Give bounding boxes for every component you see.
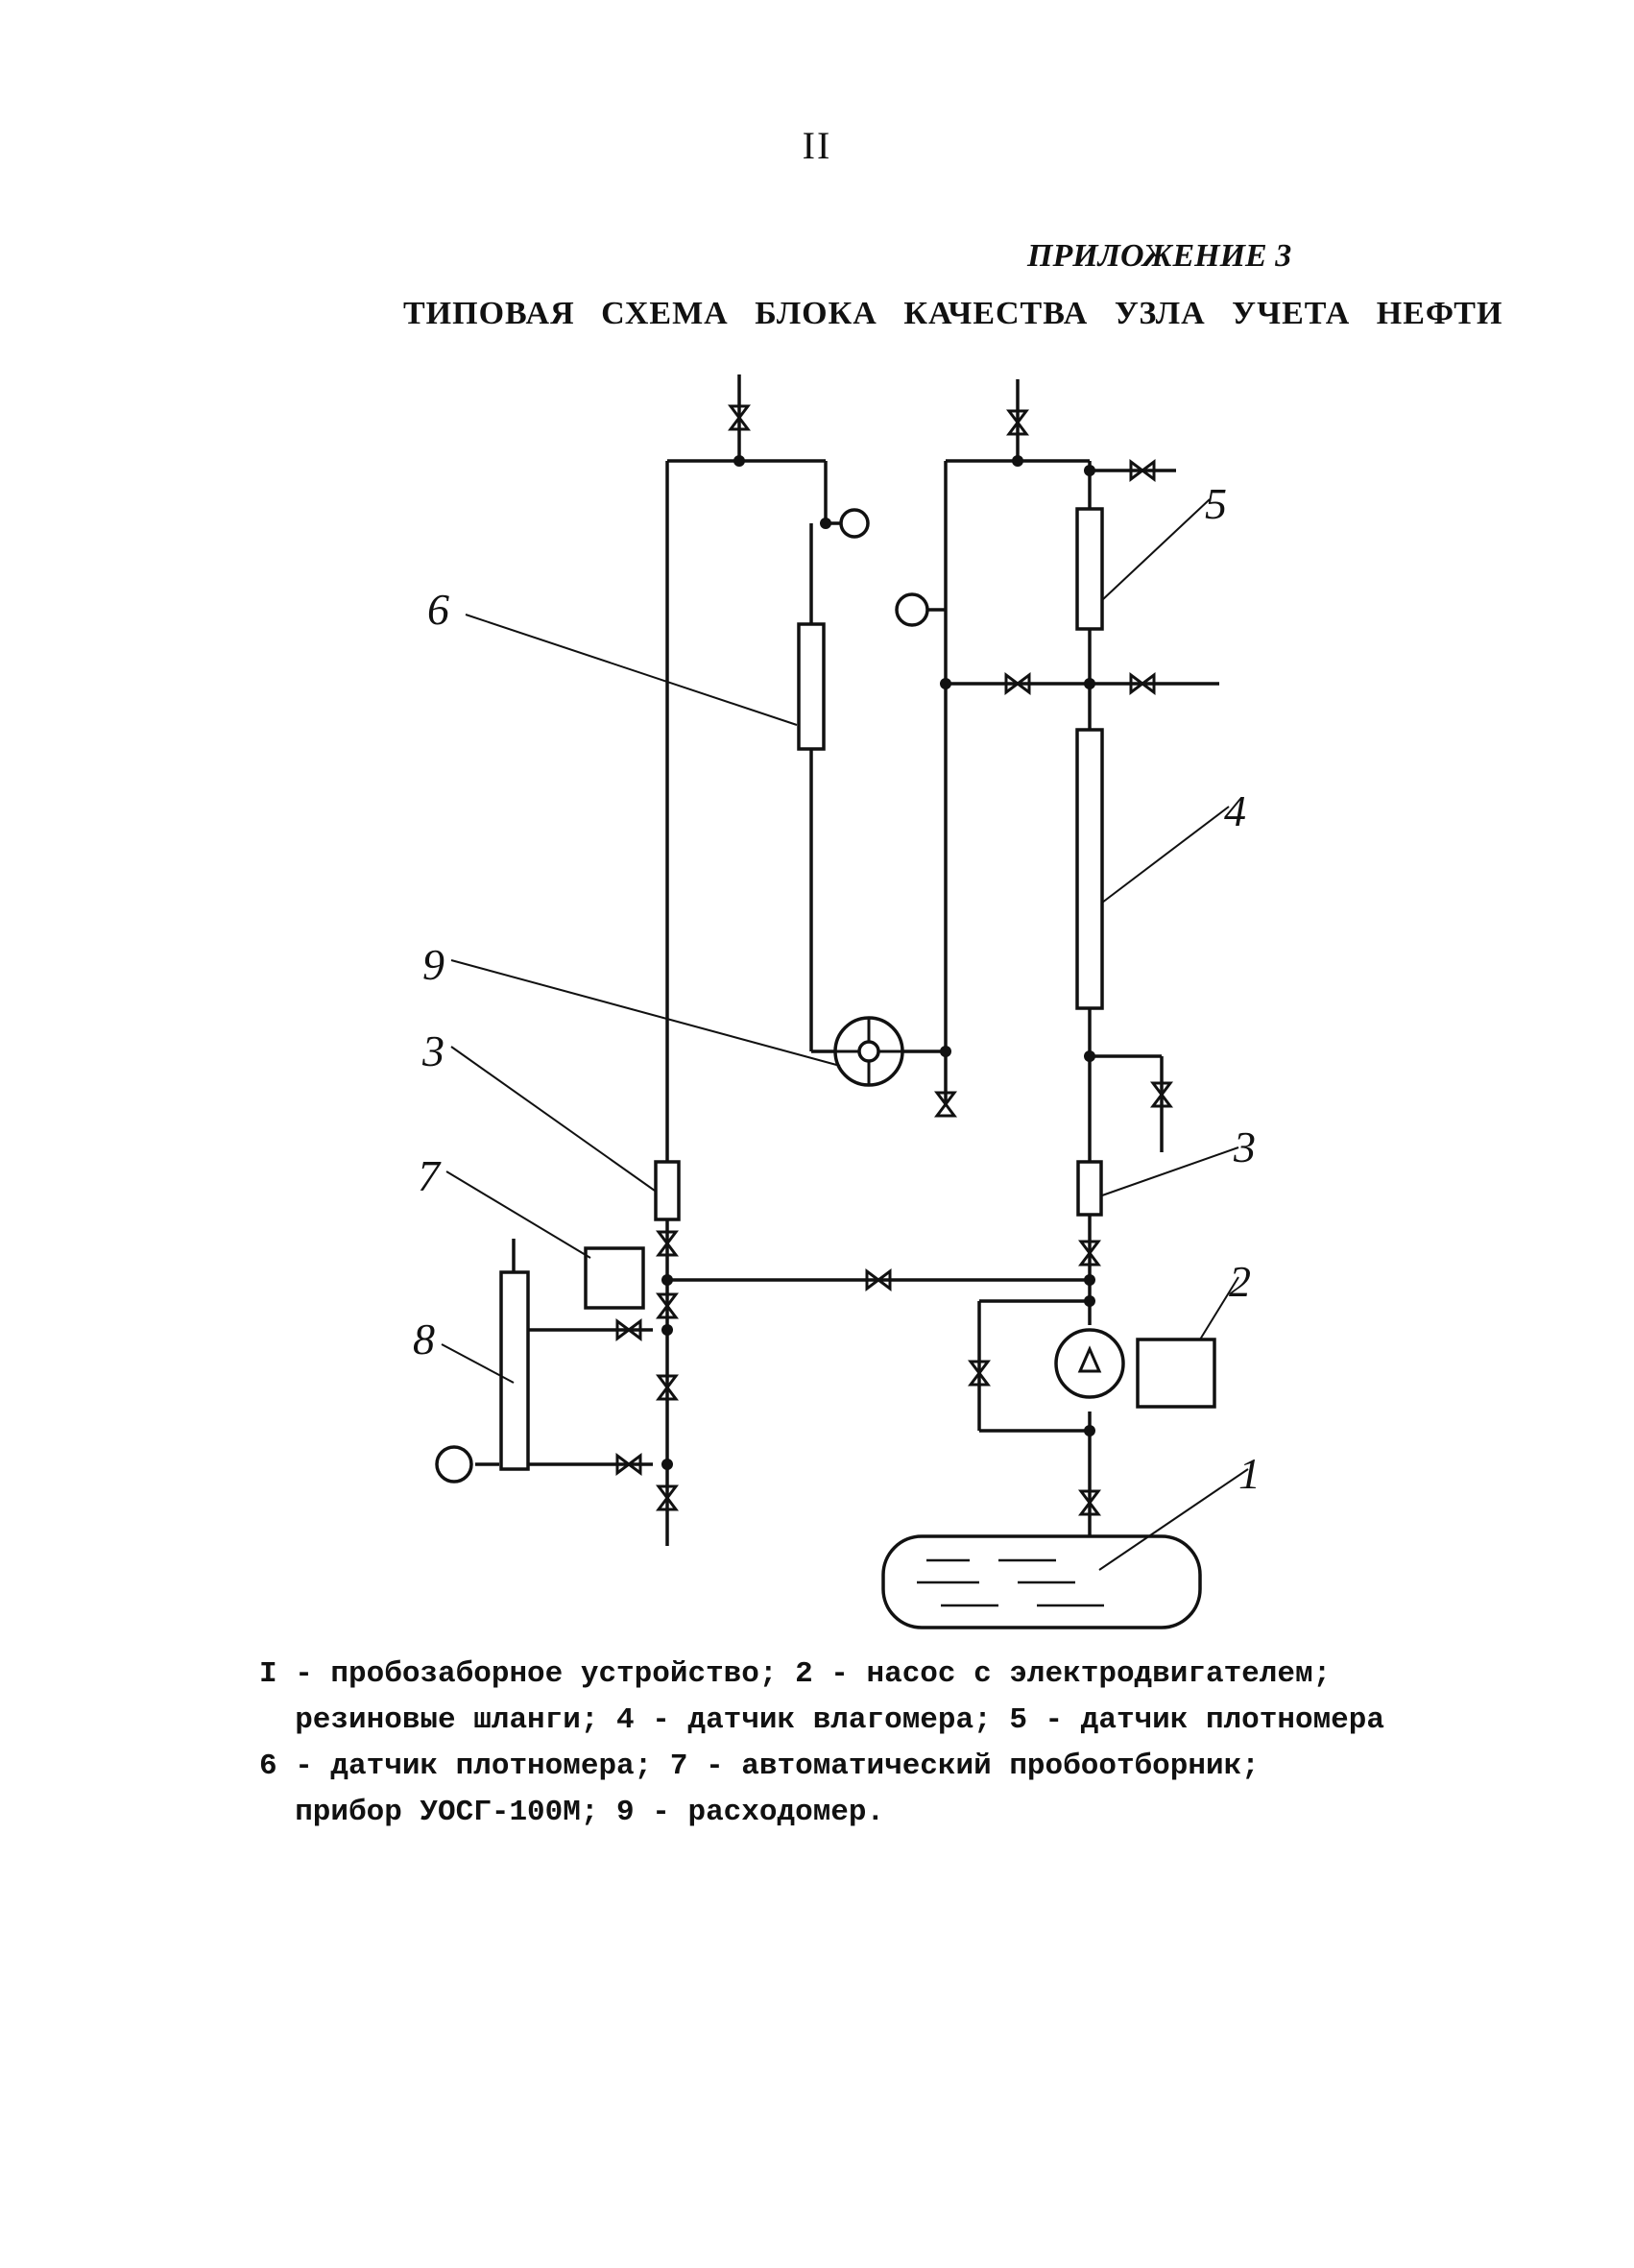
callout-labels: 6 5 4 9 3 3 7 2 8 1: [413, 479, 1261, 1498]
auto-sampler-7: [584, 1246, 645, 1310]
flowmeter-spokes: [835, 1018, 902, 1085]
label-3-left: 3: [421, 1026, 445, 1075]
density-sensor-5: [1075, 507, 1104, 631]
legend-line-1: I - пробозаборное устройство; 2 - насос …: [259, 1657, 1332, 1691]
label-5: 5: [1205, 479, 1227, 528]
piping-schematic: 6 5 4 9 3 3 7 2 8 1: [413, 374, 1261, 1629]
meter-8: [499, 1270, 530, 1471]
leader-lines: [441, 498, 1249, 1571]
legend: I - пробозаборное устройство; 2 - насос …: [259, 1652, 1536, 1836]
legend-line-2: резиновые шланги; 4 - датчик влагомера; …: [259, 1703, 1384, 1737]
label-2: 2: [1229, 1257, 1251, 1306]
hose-3-left: [654, 1160, 681, 1221]
pipelines: [475, 374, 1219, 1594]
hose-3-right: [1076, 1160, 1103, 1217]
page-number: II: [802, 124, 832, 167]
gauge-middle: [895, 592, 929, 627]
moisture-sensor-4: [1075, 728, 1104, 1010]
gauge-top-left: [839, 508, 870, 539]
label-4: 4: [1224, 786, 1246, 835]
legend-line-3: 6 - датчик плотномера; 7 - автоматически…: [259, 1749, 1260, 1783]
density-sensor-6: [797, 622, 826, 751]
oil-pipeline: [881, 1534, 1202, 1629]
pump-circle: [1054, 1328, 1125, 1399]
label-9: 9: [422, 940, 445, 989]
label-8: 8: [413, 1315, 435, 1363]
motor-2: [1136, 1338, 1216, 1409]
label-3-right: 3: [1233, 1122, 1256, 1171]
label-1: 1: [1238, 1449, 1261, 1498]
instruments: [435, 507, 1216, 1484]
page-title: ТИПОВАЯ СХЕМА БЛОКА КАЧЕСТВА УЗЛА УЧЕТА …: [403, 296, 1503, 331]
legend-line-4: прибор УОСГ-100М; 9 - расходомер.: [259, 1796, 885, 1829]
label-6: 6: [427, 585, 449, 634]
appendix-heading: ПРИЛОЖЕНИЕ 3: [1027, 238, 1292, 274]
junction-dots: [661, 455, 1095, 1470]
label-7: 7: [418, 1151, 442, 1200]
gauge-bottom-left: [435, 1445, 473, 1484]
